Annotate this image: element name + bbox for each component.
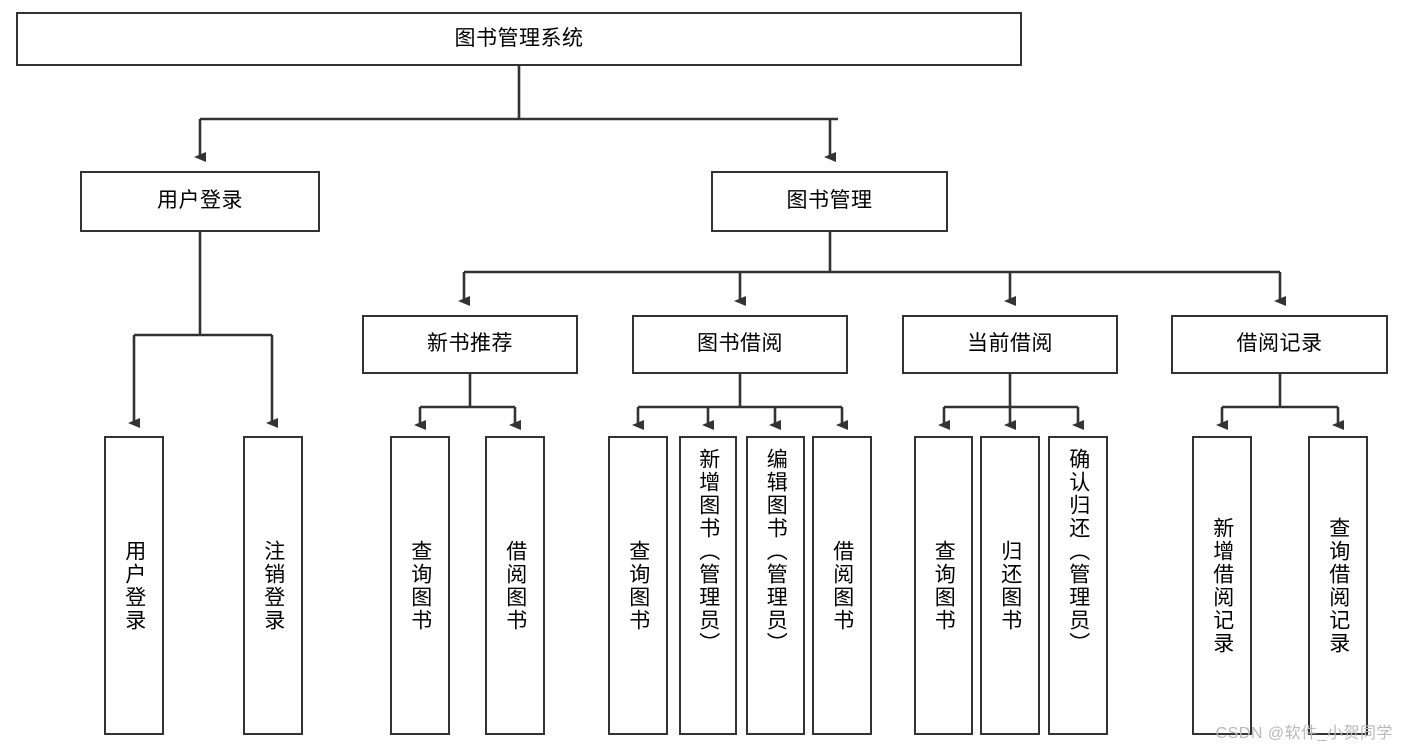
node-current-borrow[interactable]: 当前借阅 — [902, 315, 1118, 374]
node-new-book-recommendation[interactable]: 新书推荐 — [362, 315, 578, 374]
leaf-label: 查询图书 — [408, 539, 432, 632]
node-book-management[interactable]: 图书管理 — [711, 171, 948, 232]
leaf-label: 新增图书（管理员） — [696, 448, 720, 655]
node-label: 图书管理 — [786, 189, 873, 213]
leaf-current-borrow-query-book[interactable]: 查询图书 — [914, 436, 973, 735]
node-label: 图书管理系统 — [454, 26, 584, 50]
node-label: 用户登录 — [157, 189, 243, 213]
leaf-current-borrow-return-book[interactable]: 归还图书 — [980, 436, 1040, 735]
leaf-current-borrow-confirm-return-admin[interactable]: 确认归还（管理员） — [1048, 436, 1108, 735]
leaf-label: 注销登录 — [261, 539, 285, 632]
leaf-label: 用户登录 — [122, 539, 146, 632]
leaf-book-borrow-borrow-book[interactable]: 借阅图书 — [812, 436, 872, 735]
node-label: 当前借阅 — [967, 332, 1053, 356]
node-borrow-record[interactable]: 借阅记录 — [1171, 315, 1388, 374]
leaf-new-book-borrow-book[interactable]: 借阅图书 — [485, 436, 545, 735]
leaf-label: 查询图书 — [932, 539, 956, 632]
leaf-book-borrow-edit-book-admin[interactable]: 编辑图书（管理员） — [746, 436, 805, 735]
leaf-label: 查询借阅记录 — [1326, 516, 1350, 655]
leaf-label: 确认归还（管理员） — [1066, 448, 1090, 655]
leaf-borrow-record-add-record[interactable]: 新增借阅记录 — [1192, 436, 1252, 735]
node-user-login[interactable]: 用户登录 — [80, 171, 320, 232]
node-label: 借阅记录 — [1236, 332, 1323, 356]
node-book-borrow[interactable]: 图书借阅 — [632, 315, 848, 374]
node-label: 新书推荐 — [427, 332, 513, 356]
node-label: 图书借阅 — [697, 332, 783, 356]
leaf-book-borrow-query-book[interactable]: 查询图书 — [608, 436, 668, 735]
leaf-label: 查询图书 — [626, 539, 650, 632]
leaf-label: 借阅图书 — [503, 539, 527, 632]
leaf-label: 新增借阅记录 — [1210, 516, 1234, 655]
node-book-management-system[interactable]: 图书管理系统 — [16, 12, 1022, 66]
leaf-label: 归还图书 — [998, 539, 1022, 632]
leaf-new-book-query-book[interactable]: 查询图书 — [390, 436, 450, 735]
leaf-label: 编辑图书（管理员） — [764, 448, 788, 655]
leaf-book-borrow-add-book-admin[interactable]: 新增图书（管理员） — [679, 436, 737, 735]
leaf-label: 借阅图书 — [830, 539, 854, 632]
leaf-user-login-logout[interactable]: 注销登录 — [243, 436, 303, 735]
leaf-borrow-record-query-record[interactable]: 查询借阅记录 — [1308, 436, 1368, 735]
leaf-user-login-login[interactable]: 用户登录 — [104, 436, 164, 735]
